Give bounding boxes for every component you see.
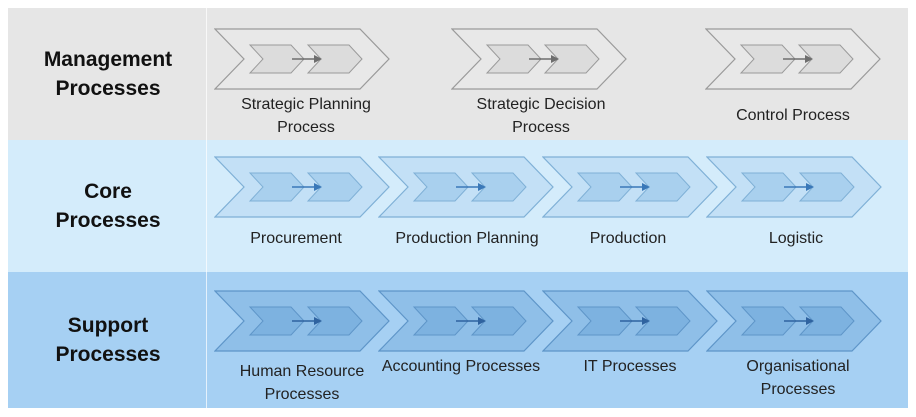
support-band: Support Processes Human Resource Process… — [8, 272, 908, 408]
chevron-shape — [705, 28, 881, 90]
band-divider — [206, 140, 207, 272]
chevron-shape — [214, 28, 390, 90]
chevron-shape — [451, 28, 627, 90]
inner-chevron-1 — [412, 306, 469, 336]
logistic-chevron — [706, 156, 882, 218]
arrow-head-icon — [314, 55, 322, 63]
chevron-shape — [706, 156, 882, 218]
accounting-label: Accounting Processes — [381, 358, 541, 375]
management-band-title: Management Processes — [43, 48, 173, 100]
management-band: Management Processes Strategic Planning … — [8, 8, 908, 140]
strategic-planning-chevron — [214, 28, 390, 90]
inner-chevron-1 — [576, 306, 633, 336]
it-processes-chevron — [542, 290, 718, 352]
strategic-decision-chevron — [451, 28, 627, 90]
arrow-head-icon — [314, 183, 322, 191]
inner-chevron-1 — [248, 172, 305, 202]
support-band-title: Support Processes — [55, 314, 161, 366]
human-resource-label: Human Resource Processes — [239, 363, 365, 403]
inner-chevron-1 — [248, 44, 305, 74]
arrow-head-icon — [642, 317, 650, 325]
inner-chevron-1 — [740, 172, 797, 202]
core-band: Core Processes Procurement Production Pl… — [8, 140, 908, 272]
inner-chevron-1 — [739, 44, 796, 74]
accounting-chevron — [378, 290, 554, 352]
inner-chevron-1 — [412, 172, 469, 202]
inner-chevron-1 — [740, 306, 797, 336]
arrow-head-icon — [806, 183, 814, 191]
arrow-head-icon — [478, 317, 486, 325]
chevron-shape — [378, 290, 554, 352]
production-chevron — [542, 156, 718, 218]
support-band-content: Human Resource Processes Accounting Proc… — [208, 272, 908, 408]
logistic-label: Logistic — [768, 230, 824, 247]
band-divider — [206, 8, 207, 140]
control-process-chevron — [705, 28, 881, 90]
arrow-head-icon — [805, 55, 813, 63]
chevron-shape — [214, 290, 390, 352]
chevron-shape — [706, 290, 882, 352]
management-band-label: Management Processes — [8, 8, 208, 140]
inner-chevron-1 — [485, 44, 542, 74]
it-processes-label: IT Processes — [583, 358, 677, 375]
chevron-shape — [542, 156, 718, 218]
inner-chevron-1 — [248, 306, 305, 336]
core-band-title: Core Processes — [55, 180, 161, 232]
band-divider — [206, 272, 207, 408]
strategic-decision-label: Strategic Decision Process — [476, 96, 606, 136]
strategic-planning-label: Strategic Planning Process — [241, 96, 371, 136]
support-band-label: Support Processes — [8, 272, 208, 408]
control-process-label: Control Process — [736, 107, 850, 124]
organisational-chevron — [706, 290, 882, 352]
arrow-head-icon — [314, 317, 322, 325]
arrow-head-icon — [642, 183, 650, 191]
production-planning-label: Production Planning — [395, 230, 539, 247]
procurement-label: Procurement — [250, 230, 342, 247]
organisational-label: Organisational Processes — [746, 358, 850, 398]
arrow-head-icon — [478, 183, 486, 191]
arrow-head-icon — [551, 55, 559, 63]
chevron-shape — [378, 156, 554, 218]
core-band-content: Procurement Production Planning Producti… — [208, 140, 908, 272]
chevron-shape — [542, 290, 718, 352]
arrow-head-icon — [806, 317, 814, 325]
chevron-shape — [214, 156, 390, 218]
procurement-chevron — [214, 156, 390, 218]
inner-chevron-1 — [576, 172, 633, 202]
management-band-content: Strategic Planning Process Strategic Dec… — [208, 8, 908, 140]
production-planning-chevron — [378, 156, 554, 218]
human-resource-chevron — [214, 290, 390, 352]
core-band-label: Core Processes — [8, 140, 208, 272]
production-label: Production — [589, 230, 667, 247]
